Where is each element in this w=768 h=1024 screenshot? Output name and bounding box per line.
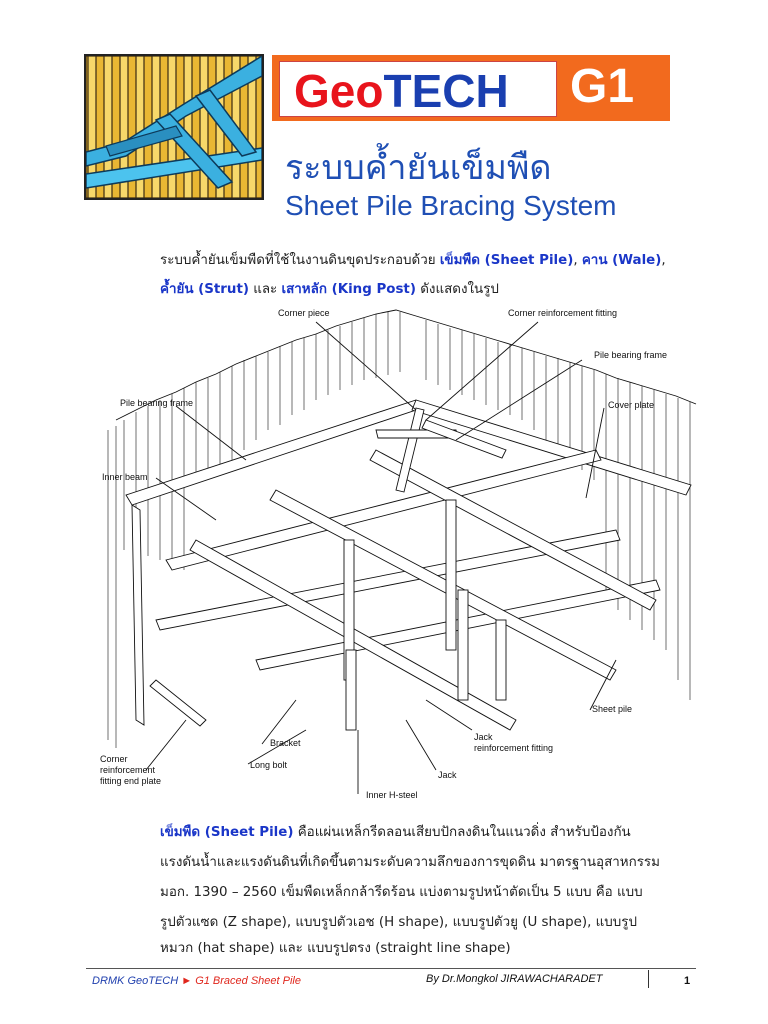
intro-text: ระบบค้ำยันเข็มพืดที่ใช้ในงานดินขุดประกอบ… (160, 253, 440, 268)
brand-banner: GeoTECH G1 (272, 55, 670, 121)
footer-divider (86, 968, 696, 969)
label-inner-hsteel: Inner H-steel (366, 790, 418, 800)
body-line-2: แรงดันน้ำและแรงดันดินที่เกิดขึ้นตามระดับ… (160, 855, 660, 870)
term-strut: ค้ำยัน (Strut) (160, 282, 249, 297)
term-king-post: เสาหลัก (King Post) (281, 282, 416, 297)
term-sheet-pile: เข็มพืด (Sheet Pile) (439, 253, 574, 268)
footer-brand: DRMK GeoTECH (92, 975, 182, 987)
brand-code: G1 (570, 60, 635, 113)
label-corner-reinforcement: Corner reinforcement fitting (508, 308, 617, 318)
label-bracket: Bracket (270, 738, 301, 748)
intro-text: , (661, 253, 666, 268)
intro-line-2: ค้ำยัน (Strut) และ เสาหลัก (King Post) ด… (160, 275, 499, 304)
label-corner-end-3: fitting end plate (100, 776, 161, 786)
body-line-3: มอก. 1390 – 2560 เข็มพืดเหล็กกล้ารีดร้อน… (160, 885, 643, 900)
brand-name: GeoTECH (294, 64, 509, 118)
label-long-bolt: Long bolt (250, 760, 288, 770)
page-number: 1 (684, 975, 691, 987)
footer-separator (648, 970, 649, 988)
label-corner-end-2: reinforcement (100, 765, 156, 775)
intro-text: และ (248, 282, 282, 297)
intro-line-1: ระบบค้ำยันเข็มพืดที่ใช้ในงานดินขุดประกอบ… (160, 246, 666, 275)
arrow-icon: ► (181, 975, 193, 987)
footer-course: DRMK GeoTECH ► G1 Braced Sheet Pile (92, 975, 301, 987)
term-wale: คาน (Wale) (581, 253, 662, 268)
bracing-system-diagram: Corner piece Corner reinforcement fittin… (100, 308, 697, 800)
label-sheet-pile: Sheet pile (592, 704, 632, 714)
logo-image (84, 54, 264, 200)
intro-text: , (573, 253, 582, 268)
body-line-4: รูปตัวแซด (Z shape), แบบรูปตัวเอช (H sha… (160, 915, 637, 930)
label-corner-piece: Corner piece (278, 308, 330, 318)
body-text: คือแผ่นเหล็กรีดลอนเสียบปักลงดินในแนวดิ่ง… (293, 825, 631, 840)
body-line-1: เข็มพืด (Sheet Pile) คือแผ่นเหล็กรีดลอนเ… (160, 818, 631, 847)
label-jack-reinf-2: reinforcement fitting (474, 743, 553, 753)
term-sheet-pile-def: เข็มพืด (Sheet Pile) (160, 825, 294, 840)
label-pile-frame-right: Pile bearing frame (594, 350, 667, 360)
brand-name-box: GeoTECH (279, 61, 557, 117)
label-jack-reinf-1: Jack (474, 732, 493, 742)
label-jack: Jack (438, 770, 457, 780)
page-title-english: Sheet Pile Bracing System (285, 190, 617, 221)
page-title-thai: ระบบค้ำยันเข็มพืด (285, 148, 552, 188)
label-cover-plate: Cover plate (608, 400, 654, 410)
intro-text: ดังแสดงในรูป (415, 282, 499, 297)
label-pile-frame-left: Pile bearing frame (120, 398, 193, 408)
bracing-illustration (86, 56, 262, 198)
label-inner-beam: Inner beam (102, 472, 148, 482)
body-line-5: หมวก (hat shape) และ แบบรูปตรง (straight… (160, 941, 511, 956)
footer-author: By Dr.Mongkol JIRAWACHARADET (426, 973, 603, 985)
label-corner-end-1: Corner (100, 754, 128, 764)
brand-geo: Geo (294, 65, 384, 117)
brand-tech: TECH (383, 65, 509, 117)
footer-chapter: G1 Braced Sheet Pile (192, 975, 301, 987)
